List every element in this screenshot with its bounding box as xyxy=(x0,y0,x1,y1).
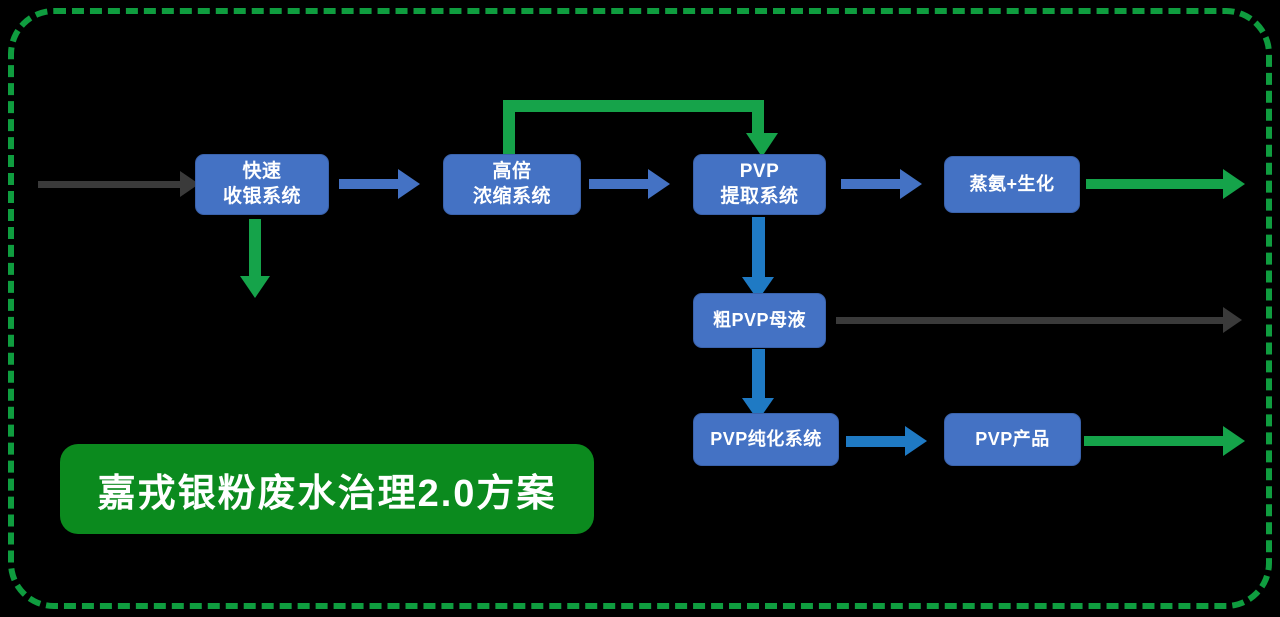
node-crude-pvp[interactable]: 粗PVP母液 xyxy=(693,293,826,348)
title-banner: 嘉戎银粉废水治理2.0方案 xyxy=(60,444,594,534)
node-pvp-product[interactable]: PVP产品 xyxy=(944,413,1081,466)
node-cashier[interactable]: 快速 收银系统 xyxy=(195,154,329,215)
node-ammonia[interactable]: 蒸氨+生化 xyxy=(944,156,1080,213)
node-pvp-purify[interactable]: PVP纯化系统 xyxy=(693,413,839,466)
node-pvp-extract[interactable]: PVP 提取系统 xyxy=(693,154,826,215)
page-title: 嘉戎银粉废水治理2.0方案 xyxy=(97,472,557,515)
node-concentrate[interactable]: 高倍 浓缩系统 xyxy=(443,154,581,215)
